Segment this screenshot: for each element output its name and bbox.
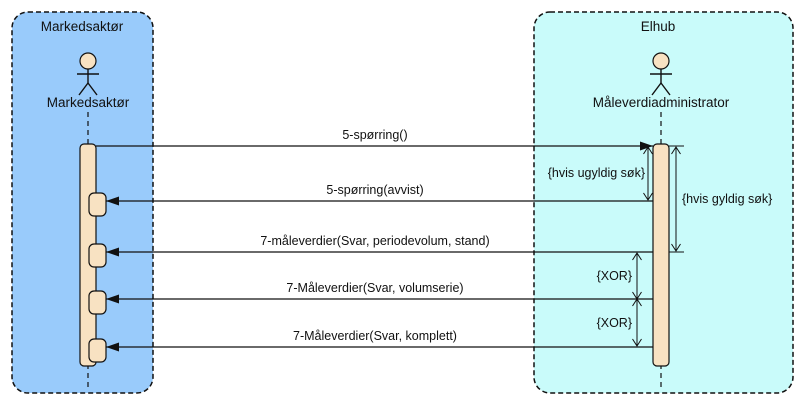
constraint-3-arrowhead-up-icon: [632, 252, 642, 261]
constraint-2-label: {hvis gyldig søk}: [682, 192, 772, 206]
message-5-label: 7-Måleverdier(Svar, komplett): [293, 329, 457, 343]
constraint-xor-1: {XOR}: [597, 252, 642, 300]
group-title-markedsaktor: Markedsaktør: [41, 19, 124, 34]
actor-label-maleverdiadministrator: Måleverdiadministrator: [593, 95, 730, 110]
constraint-2-arrowhead-up-icon: [671, 146, 681, 155]
message-4-arrowhead-icon: [106, 294, 119, 304]
constraint-hvis-ugyldig-sok: {hvis ugyldig søk}: [548, 146, 653, 201]
message-4-label: 7-Måleverdier(Svar, volumserie): [286, 281, 463, 295]
nested-activation-1: [88, 192, 107, 217]
constraint-hvis-gyldig-sok: {hvis gyldig søk}: [671, 146, 772, 252]
group-title-elhub: Elhub: [641, 19, 676, 34]
message-3-label: 7-måleverdier(Svar, periodevolum, stand): [260, 234, 489, 248]
message-1: 5-spørring(): [96, 128, 653, 151]
message-4: 7-Måleverdier(Svar, volumserie): [106, 281, 653, 304]
actor-icon-markedsaktor: [77, 52, 99, 96]
message-3-arrowhead-icon: [106, 247, 119, 257]
message-5: 7-Måleverdier(Svar, komplett): [106, 329, 653, 352]
message-3: 7-måleverdier(Svar, periodevolum, stand): [106, 234, 653, 257]
constraint-4-label: {XOR}: [597, 316, 632, 330]
message-2: 5-spørring(avvist): [106, 183, 653, 206]
activation-bar-maleverdiadministrator: [652, 143, 670, 367]
constraint-xor-2: {XOR}: [597, 298, 642, 347]
constraint-1-label: {hvis ugyldig søk}: [548, 166, 645, 180]
message-1-arrowhead-icon: [640, 141, 653, 151]
constraint-4-arrowhead-up-icon: [632, 298, 642, 307]
actor-label-markedsaktor: Markedsaktør: [47, 95, 130, 110]
nested-activation-4: [88, 338, 107, 363]
nested-activation-2: [88, 243, 107, 268]
actor-icon-maleverdiadministrator: [650, 52, 672, 96]
constraint-1-arrowhead-up-icon: [643, 146, 653, 155]
constraint-3-label: {XOR}: [597, 269, 632, 283]
constraint-1-arrowhead-down-icon: [643, 192, 653, 201]
message-2-arrowhead-icon: [106, 196, 119, 206]
message-2-label: 5-spørring(avvist): [326, 183, 423, 197]
constraint-2-arrowhead-down-icon: [671, 243, 681, 252]
nested-activation-3: [88, 290, 107, 315]
message-5-arrowhead-icon: [106, 342, 119, 352]
message-1-label: 5-spørring(): [342, 128, 407, 142]
constraint-4-arrowhead-down-icon: [632, 338, 642, 347]
